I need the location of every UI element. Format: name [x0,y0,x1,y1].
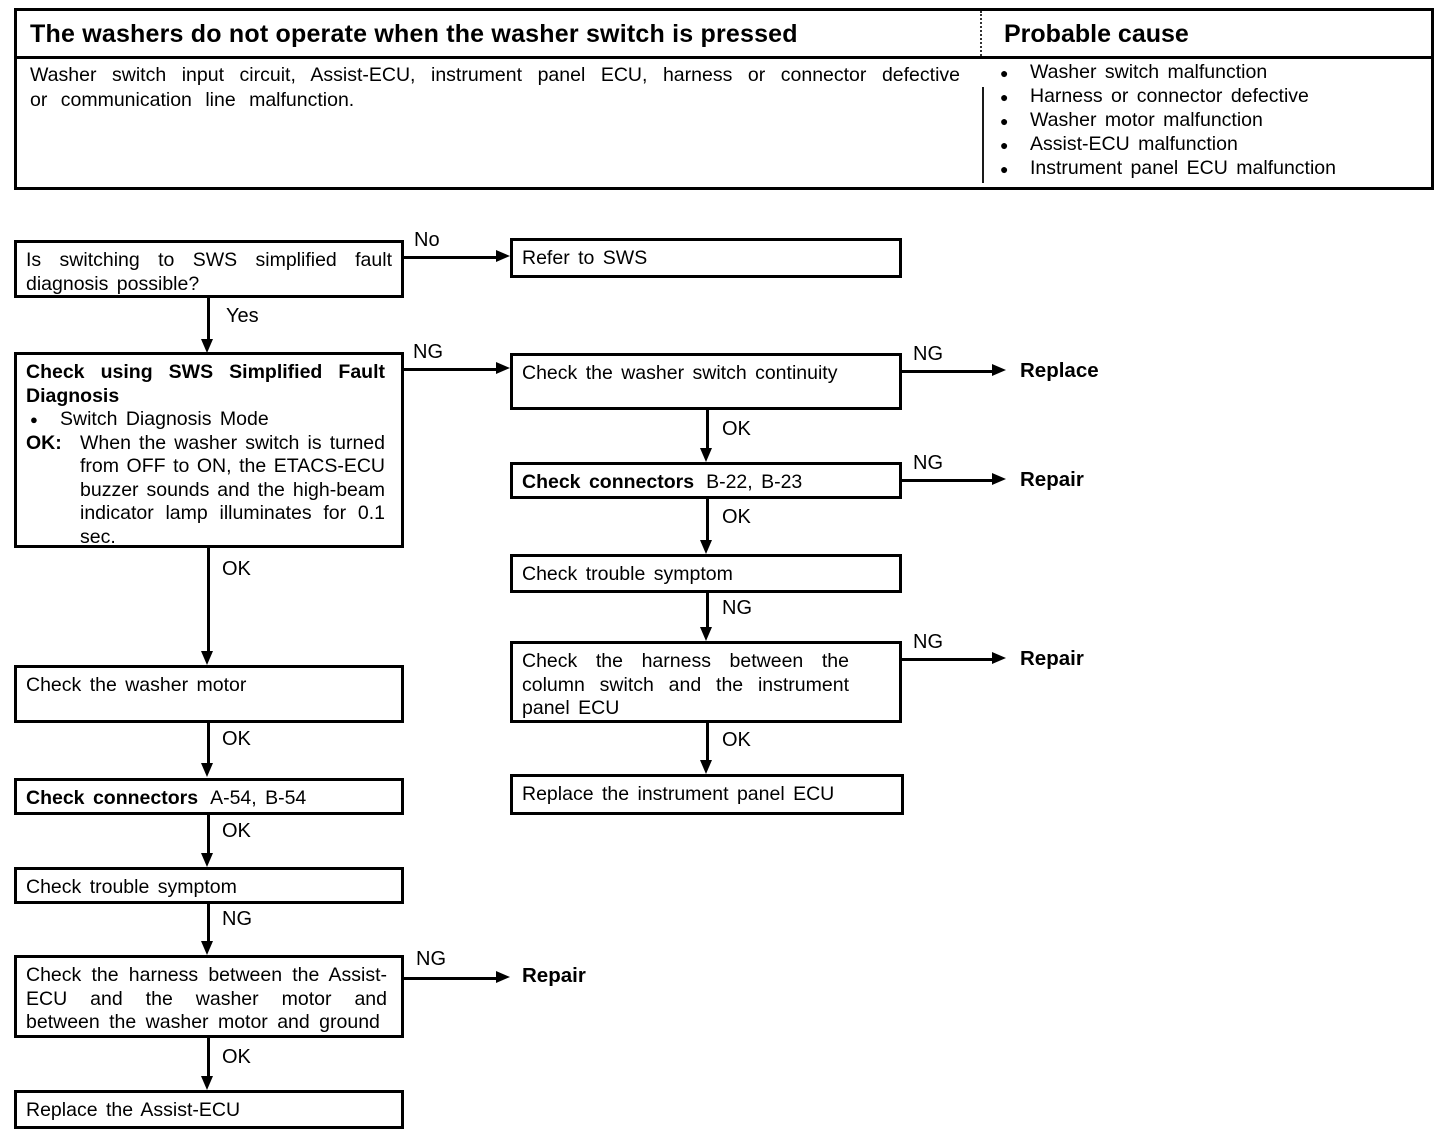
bullet-icon: ● [1000,161,1009,177]
table-divider-top [980,11,982,56]
arrow-ng-continuity [900,370,992,373]
flow-box-trouble-symptom-left: Check trouble symptom [14,867,404,904]
arrow-label-ok: OK [722,729,751,751]
arrowhead-right-icon [992,364,1006,376]
arrow-label-ng: NG [413,341,443,363]
terminal-repair: Repair [522,964,586,987]
arrow-ng-connectors-b [900,479,992,482]
symptom-title: The washers do not operate when the wash… [30,20,798,48]
probable-cause-heading: Probable cause [1004,20,1189,48]
table-divider-body [982,87,984,183]
arrowhead-right-icon [496,362,510,374]
cause-item: ●Instrument panel ECU malfunction [1000,157,1336,179]
flow-box-washer-switch-continuity: Check the washer switch continuity [510,353,902,410]
bullet-icon: ● [1000,137,1009,153]
cause-item: ●Assist-ECU malfunction [1000,133,1238,155]
flow-box-harness-assist-ecu: Check the harness between the Assist-ECU… [14,955,404,1038]
connector-codes: B-22, B-23 [706,471,803,493]
arrow-label-ng: NG [913,452,943,474]
arrow-ok-l2 [207,815,210,853]
arrowhead-down-icon [201,339,213,353]
cause-item: ●Harness or connector defective [1000,85,1309,107]
arrowhead-down-icon [700,448,712,462]
arrow-ok-r1 [706,410,709,448]
bullet-icon: ● [1000,113,1009,129]
check-connectors-label: Check connectors [522,471,695,493]
cause-item: ●Washer motor malfunction [1000,109,1263,131]
arrow-label-ok: OK [222,1046,251,1068]
arrow-ok-sws [207,548,210,651]
arrow-label-ok: OK [222,820,251,842]
bullet-icon: ● [30,412,38,427]
sws-check-ok-row: OK: When the washer switch is turned fro… [26,432,385,550]
arrow-label-ng: NG [222,908,252,930]
arrowhead-down-icon [700,760,712,774]
flow-box-sws-check: Check using SWS Simplified Fault Diagnos… [14,352,404,548]
arrow-label-no: No [414,229,440,251]
arrow-label-ng: NG [416,948,446,970]
arrow-label-ok: OK [222,558,251,580]
sws-check-bullet-text: Switch Diagnosis Mode [60,408,269,430]
ok-condition-text: When the washer switch is turned from OF… [80,431,385,548]
check-connectors-label: Check connectors [26,787,199,809]
bullet-icon: ● [1000,65,1009,81]
arrow-ok-r2 [706,499,709,540]
cause-item: ●Washer switch malfunction [1000,61,1268,83]
arrowhead-down-icon [700,627,712,641]
arrow-label-ok: OK [722,506,751,528]
flow-box-washer-motor: Check the washer motor [14,665,404,723]
arrow-ng-harness-assist [404,977,496,980]
arrowhead-down-icon [201,853,213,867]
arrowhead-down-icon [201,651,213,665]
arrow-ok-l1 [207,723,210,763]
flow-box-connectors-b22-b23: Check connectors B-22, B-23 [510,462,902,499]
arrow-ok-r4 [706,723,709,760]
table-rule [17,56,1431,59]
arrow-ng-sws [404,368,496,371]
arrowhead-down-icon [201,763,213,777]
arrow-ng-l3 [207,904,210,941]
flow-box-replace-assist-ecu: Replace the Assist-ECU [14,1090,404,1129]
arrow-label-ok: OK [722,418,751,440]
terminal-repair: Repair [1020,468,1084,491]
flow-box-connectors-a54-b54: Check connectors A-54, B-54 [14,778,404,815]
arrowhead-right-icon [496,250,510,262]
arrow-label-yes: Yes [226,305,259,327]
arrow-ng-r3 [706,593,709,627]
flow-box-replace-instrument-ecu: Replace the instrument panel ECU [510,774,904,815]
flow-box-start-question: Is switching to SWS simplified fault dia… [14,240,404,298]
arrow-ok-l4 [207,1038,210,1076]
flow-box-trouble-symptom-right: Check trouble symptom [510,554,902,593]
arrowhead-right-icon [992,473,1006,485]
symptom-description: Washer switch input circuit, Assist-ECU,… [30,64,960,111]
bullet-icon: ● [1000,89,1009,105]
arrowhead-right-icon [992,652,1006,664]
arrowhead-down-icon [700,540,712,554]
probable-cause-list: ●Washer switch malfunction ●Harness or c… [1000,61,1336,181]
arrow-label-ng: NG [913,343,943,365]
arrow-no [404,256,496,259]
arrow-label-ng: NG [722,597,752,619]
arrow-ng-harness-column [900,658,992,661]
arrow-label-ok: OK [222,728,251,750]
arrowhead-right-icon [496,971,510,983]
sws-check-title: Check using SWS Simplified Fault Diagnos… [26,361,385,407]
terminal-repair: Repair [1020,647,1084,670]
arrow-yes [207,298,210,339]
arrowhead-down-icon [201,941,213,955]
terminal-replace: Replace [1020,359,1099,382]
ok-condition-label: OK: [26,431,62,454]
arrowhead-down-icon [201,1076,213,1090]
arrow-label-ng: NG [913,631,943,653]
sws-check-bullet-row: ● Switch Diagnosis Mode [26,408,385,432]
symptom-table: The washers do not operate when the wash… [14,8,1434,190]
flow-box-refer-sws: Refer to SWS [510,238,902,278]
flow-box-harness-column-switch: Check the harness between the column swi… [510,641,902,723]
connector-codes: A-54, B-54 [210,787,307,809]
